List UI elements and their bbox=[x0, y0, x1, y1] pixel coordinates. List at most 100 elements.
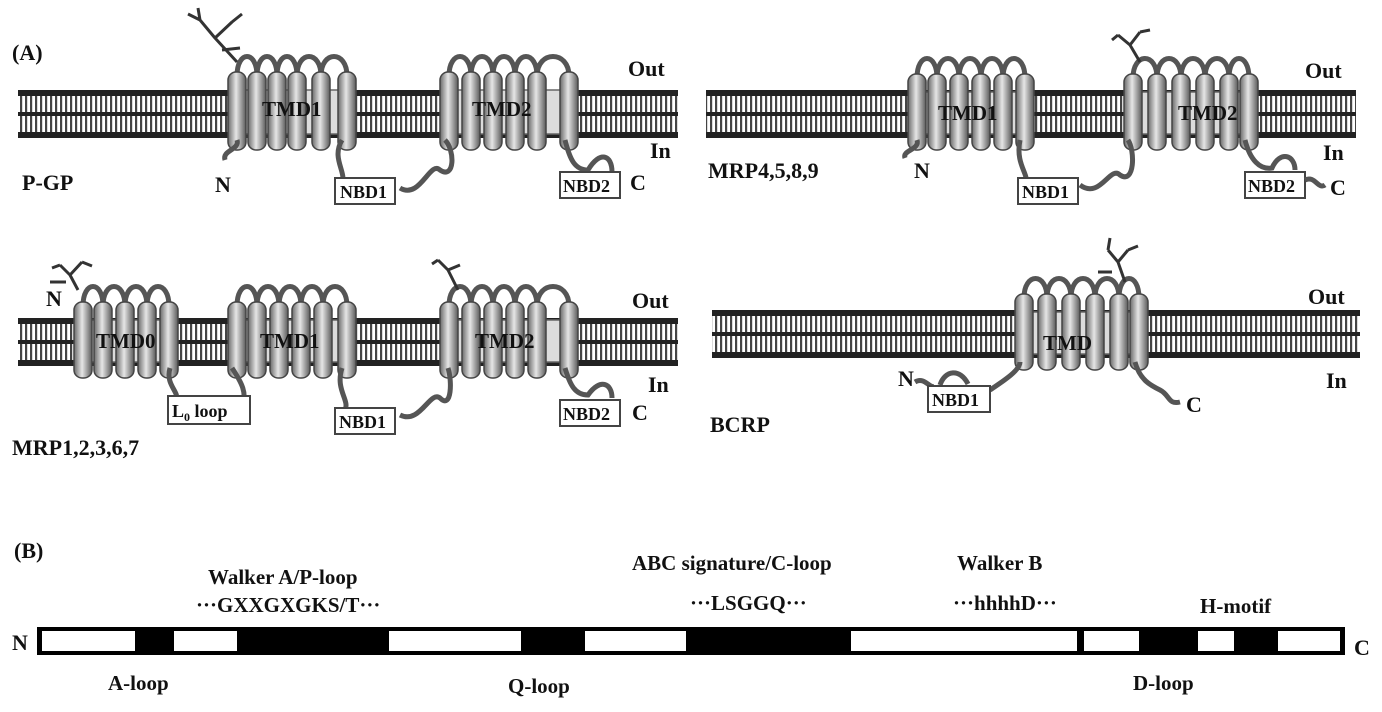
bcrp-nbd1-loop bbox=[937, 361, 1023, 393]
mrp1-name: MRP1,2,3,6,7 bbox=[12, 435, 139, 460]
tm-helices-group bbox=[227, 54, 579, 151]
tm-helix bbox=[1195, 73, 1215, 151]
bcrp-diagram: TMD N NBD1 C Out In BCRP bbox=[710, 237, 1360, 437]
tm-helices-group bbox=[907, 56, 1259, 151]
glycosylation-tree bbox=[1098, 237, 1139, 283]
mrp4-diagram: TMD1 TMD2 N NBD1 NBD2 C Out In MRP4,5,8,… bbox=[706, 28, 1356, 205]
pgp-nbd1-label: NBD1 bbox=[340, 182, 387, 202]
panel-b-label: (B) bbox=[14, 538, 43, 563]
tm-helix bbox=[559, 71, 579, 151]
bcrp-c-label: C bbox=[1186, 392, 1202, 417]
motif-walker-a-seq: ···GXXGXGKS/T··· bbox=[196, 593, 380, 617]
pgp-diagram: TMD1 TMD2 N NBD1 NBD2 C Out In P-GP bbox=[18, 7, 678, 205]
mrp1-nbd1-box bbox=[334, 407, 396, 435]
tm-helix bbox=[93, 301, 113, 379]
motif-walker-a-name: Walker A/P-loop bbox=[208, 565, 358, 589]
tm-helix bbox=[1061, 293, 1081, 371]
loop-subscript: 0 bbox=[184, 410, 190, 424]
tm-helix bbox=[291, 301, 311, 379]
bar-white-segment bbox=[1084, 631, 1139, 651]
loop-letter: L bbox=[172, 401, 184, 421]
tm-helix bbox=[527, 301, 547, 379]
nbd-n-terminus: N bbox=[12, 630, 28, 655]
tm-helix bbox=[461, 71, 481, 151]
glycosylation-tree bbox=[1111, 28, 1151, 63]
motif-d-loop: D-loop bbox=[1133, 671, 1194, 695]
bar-white-segment bbox=[1278, 631, 1340, 651]
tm-helix bbox=[137, 301, 157, 379]
nbd-c-terminus: C bbox=[1354, 635, 1370, 660]
bar-white-segment bbox=[851, 631, 1077, 651]
mrp4-out-label: Out bbox=[1305, 58, 1342, 83]
tm-helix bbox=[115, 301, 135, 379]
nbd-sequence-bar bbox=[37, 627, 1345, 655]
glycosylation-tree bbox=[50, 258, 461, 291]
tm-helix bbox=[439, 71, 459, 151]
mrp4-nbd2-label: NBD2 bbox=[1248, 176, 1295, 196]
tm-helix bbox=[1109, 293, 1129, 371]
mrp4-c-tail bbox=[1303, 176, 1327, 189]
mrp1-nbd2-box bbox=[559, 399, 621, 427]
extracellular-loop bbox=[144, 284, 172, 307]
mrp1-l0-loop-label: L0 loop bbox=[172, 401, 228, 424]
tm-helix bbox=[483, 301, 503, 379]
bcrp-out-label: Out bbox=[1308, 284, 1345, 309]
mrp1-diagram: N TMD0 TMD1 TMD2 L0 loop NBD1 NBD2 C Out… bbox=[12, 258, 678, 460]
bcrp-nbd1-label: NBD1 bbox=[932, 390, 979, 410]
tm-helix bbox=[287, 71, 307, 151]
mrp4-nbd2-box bbox=[1244, 171, 1306, 199]
motif-h-motif-name: H-motif bbox=[1200, 594, 1272, 618]
tm-helix bbox=[1014, 293, 1034, 371]
tm-helix bbox=[993, 73, 1013, 151]
mrp4-nbd1-box bbox=[1017, 177, 1079, 205]
tm-helix bbox=[337, 71, 357, 151]
mrp1-linker bbox=[166, 366, 453, 420]
mrp1-tmd0-label: TMD0 bbox=[96, 329, 156, 353]
mrp1-l0-loop-box bbox=[167, 395, 251, 425]
extracellular-loop bbox=[1000, 56, 1028, 79]
tm-helix bbox=[1123, 73, 1143, 151]
bcrp-nbd1-box bbox=[927, 385, 991, 413]
mrp4-n-tail bbox=[902, 139, 920, 159]
tm-helix bbox=[1171, 73, 1191, 151]
pgp-name: P-GP bbox=[22, 170, 73, 195]
mrp4-c-label: C bbox=[1330, 175, 1346, 200]
bcrp-name: BCRP bbox=[710, 412, 770, 437]
mrp1-tmd1-label: TMD1 bbox=[260, 329, 320, 353]
pgp-c-label: C bbox=[630, 170, 646, 195]
tm-helix bbox=[461, 301, 481, 379]
extracellular-loop bbox=[318, 54, 350, 77]
pgp-in-label: In bbox=[650, 138, 671, 163]
mrp4-n-label: N bbox=[914, 158, 930, 183]
bar-white-segment bbox=[1198, 631, 1234, 651]
tm-helix bbox=[971, 73, 991, 151]
panel-a-label: (A) bbox=[12, 40, 43, 65]
mrp4-nbd2-loop bbox=[1242, 139, 1298, 171]
tm-helix bbox=[1085, 293, 1105, 371]
tm-helices-group bbox=[1014, 276, 1149, 371]
extracellular-loop bbox=[1226, 56, 1252, 79]
tm-helix bbox=[313, 301, 333, 379]
pgp-nbd2-label: NBD2 bbox=[563, 176, 610, 196]
pgp-out-label: Out bbox=[628, 56, 665, 81]
bar-white-segment bbox=[42, 631, 135, 651]
pgp-nbd2-loop bbox=[562, 139, 615, 173]
tm-helix bbox=[949, 73, 969, 151]
tm-helix bbox=[247, 301, 267, 379]
tm-helix bbox=[1129, 293, 1149, 371]
tm-helix bbox=[267, 71, 287, 151]
tm-helix bbox=[337, 301, 357, 379]
mrp4-nbd1-label: NBD1 bbox=[1022, 182, 1069, 202]
pgp-nbd1-box bbox=[334, 177, 396, 205]
extracellular-loop bbox=[534, 284, 572, 307]
loop-suffix: loop bbox=[190, 401, 228, 421]
tm-helix bbox=[527, 71, 547, 151]
pgp-n-label: N bbox=[215, 172, 231, 197]
tm-helix bbox=[505, 301, 525, 379]
bar-white-segment bbox=[389, 631, 521, 651]
mrp1-nbd2-label: NBD2 bbox=[563, 404, 610, 424]
pgp-nbd2-box bbox=[559, 171, 621, 199]
bar-white-segment bbox=[585, 631, 686, 651]
pgp-n-tail bbox=[222, 139, 240, 161]
